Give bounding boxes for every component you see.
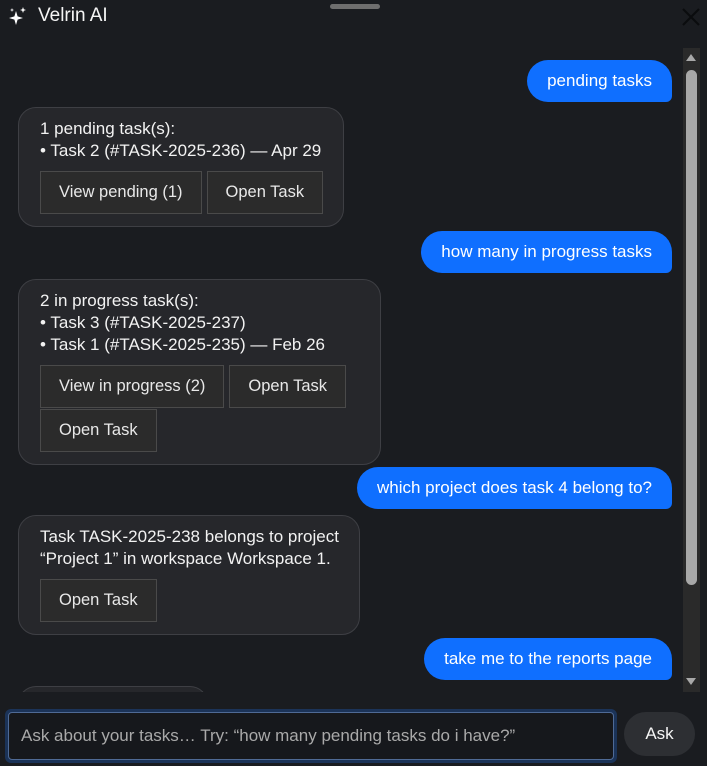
message-actions: View in progress (2) Open Task Open Task: [40, 365, 360, 452]
open-task-button[interactable]: Open Task: [229, 365, 346, 408]
assistant-message: 1 pending task(s): • Task 2 (#TASK-2025-…: [18, 107, 345, 227]
scrollbar-thumb[interactable]: [686, 70, 697, 585]
message-line: • Task 3 (#TASK-2025-237): [40, 313, 246, 332]
header: Velrin AI: [0, 0, 707, 36]
user-message: pending tasks: [527, 60, 672, 102]
message-line: • Task 2 (#TASK-2025-236) — Apr 29: [40, 141, 322, 160]
open-task-button[interactable]: Open Task: [40, 579, 157, 622]
assistant-message: 2 in progress task(s): • Task 3 (#TASK-2…: [18, 279, 381, 465]
sparkle-icon: [9, 7, 26, 25]
close-icon[interactable]: [680, 6, 702, 28]
view-pending-button[interactable]: View pending (1): [40, 171, 202, 214]
open-task-button[interactable]: Open Task: [40, 409, 157, 452]
message-line: 2 in progress task(s):: [40, 291, 199, 310]
message-line: 1 pending task(s):: [40, 119, 176, 138]
view-in-progress-button[interactable]: View in progress (2): [40, 365, 225, 408]
ask-button[interactable]: Ask: [624, 712, 695, 756]
user-message: which project does task 4 belong to?: [356, 467, 672, 509]
scroll-up-icon[interactable]: [686, 54, 696, 61]
scrollbar[interactable]: [683, 48, 700, 692]
composer: Ask: [0, 704, 707, 766]
assistant-message-partial: [18, 686, 208, 692]
ask-input[interactable]: [8, 712, 614, 760]
message-actions: View pending (1) Open Task: [40, 171, 324, 214]
drag-handle[interactable]: [330, 4, 380, 9]
user-message: how many in progress tasks: [421, 231, 672, 273]
message-list: pending tasks 1 pending task(s): • Task …: [0, 48, 682, 692]
user-message: take me to the reports page: [424, 638, 672, 680]
scroll-down-icon[interactable]: [686, 678, 696, 685]
message-line: • Task 1 (#TASK-2025-235) — Feb 26: [40, 335, 326, 354]
ask-input-focus-ring: [5, 709, 617, 763]
message-line: “Project 1” in workspace Workspace 1.: [40, 549, 331, 568]
assistant-message: Task TASK-2025-238 belongs to project “P…: [18, 515, 360, 635]
open-task-button[interactable]: Open Task: [206, 171, 324, 214]
app-title: Velrin AI: [38, 5, 108, 26]
message-line: Task TASK-2025-238 belongs to project: [40, 527, 339, 546]
message-actions: Open Task: [40, 579, 339, 622]
